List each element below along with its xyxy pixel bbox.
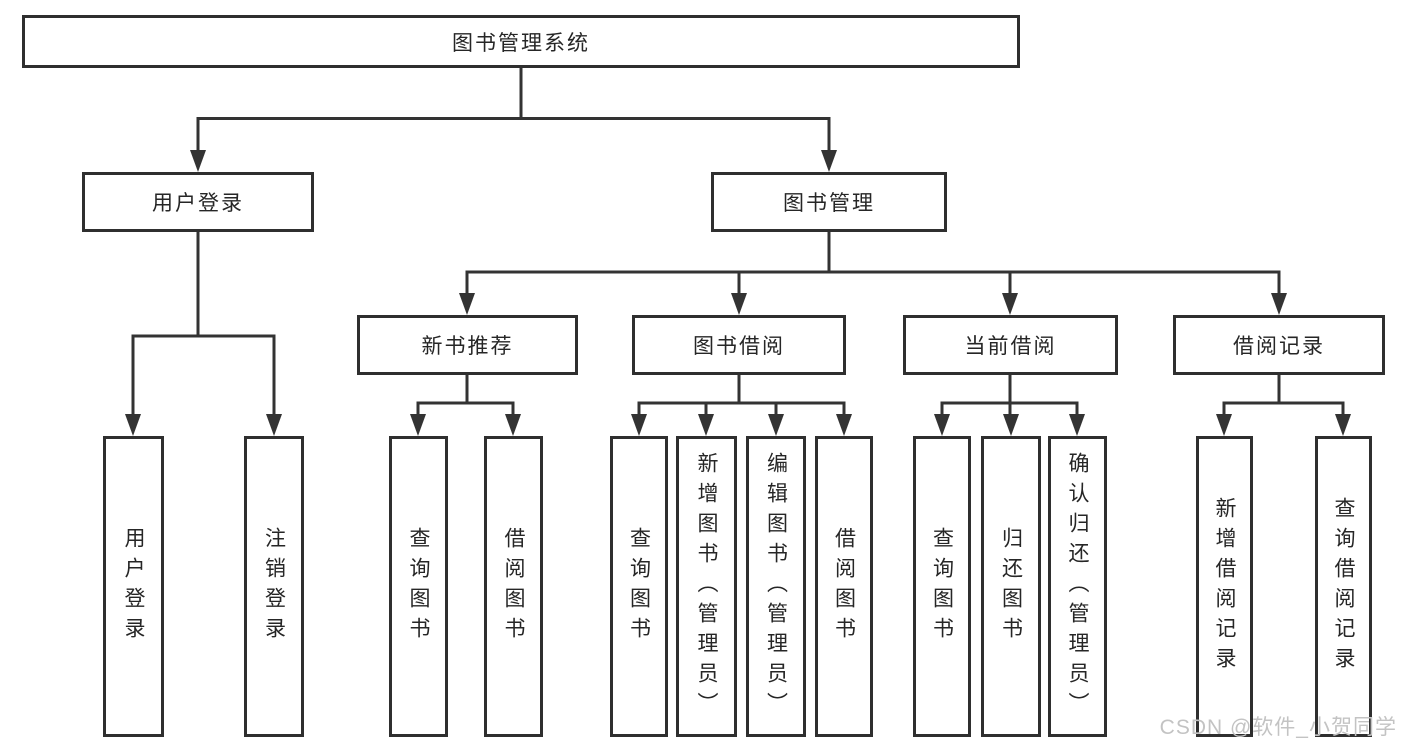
leaf-user-login: 用户登录	[103, 436, 164, 737]
leaf-logout: 注销登录	[244, 436, 304, 737]
node-new-book-recommend: 新书推荐	[357, 315, 578, 375]
node-user-login: 用户登录	[82, 172, 314, 232]
connector-root-to-level2	[196, 68, 831, 152]
leaf-borrow-edit-admin: 编辑图书（管理员）	[746, 436, 806, 737]
leaf-newbook-query: 查询图书	[389, 436, 448, 737]
leaf-borrow-query: 查询图书	[610, 436, 668, 737]
node-borrow-records: 借阅记录	[1173, 315, 1385, 375]
leaf-borrow-add-admin: 新增图书（管理员）	[676, 436, 737, 737]
watermark: CSDN @软件_小贺同学	[1159, 716, 1397, 739]
leaf-newbook-borrow: 借阅图书	[484, 436, 543, 737]
connector-userlogin-to-leaves	[131, 232, 276, 416]
leaf-current-confirm-admin: 确认归还（管理员）	[1048, 436, 1107, 737]
connector-bookborrow-to-leaves	[637, 375, 846, 416]
node-root-title: 图书管理系统	[22, 15, 1020, 68]
node-book-management: 图书管理	[711, 172, 947, 232]
connector-currentborrow-to-leaves	[940, 375, 1079, 416]
connector-bookmgmt-to-level3	[465, 232, 1281, 296]
leaf-current-query: 查询图书	[913, 436, 971, 737]
connector-records-to-leaves	[1222, 375, 1345, 416]
leaf-current-return: 归还图书	[981, 436, 1041, 737]
connector-newbook-to-leaves	[416, 375, 515, 416]
node-current-borrow: 当前借阅	[903, 315, 1118, 375]
arrowheads	[125, 150, 1351, 436]
node-book-borrow: 图书借阅	[632, 315, 846, 375]
leaf-record-query: 查询借阅记录	[1315, 436, 1372, 737]
leaf-borrow-book: 借阅图书	[815, 436, 873, 737]
leaf-record-add: 新增借阅记录	[1196, 436, 1253, 737]
